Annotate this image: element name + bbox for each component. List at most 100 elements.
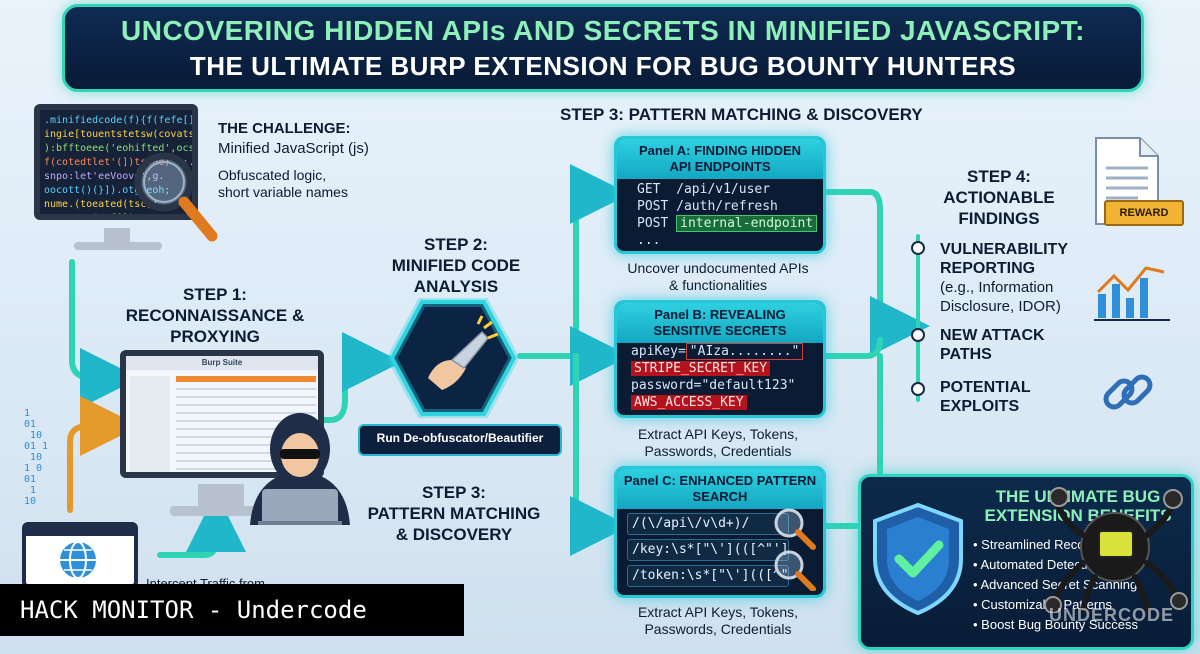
panel-c-regex-2: /key:\s*["\'](([^"']+)[" (627, 539, 789, 561)
panel-b-apikey-value: "AIza........" (685, 343, 804, 360)
panel-a-caption-line-1: Uncover undocumented APIs (627, 260, 809, 276)
panel-a-line-1: GET /api/v1/user (637, 182, 771, 197)
code-line: ):bfftoeee('eohifted',ocs(\ (44, 143, 198, 154)
panel-b-apikey-label: apiKey= (631, 344, 686, 359)
panel-a-caption-line-2: & functionalities (668, 277, 768, 293)
step3-mid-heading-line-3: & DISCOVERY (395, 525, 513, 544)
step2-heading-line-1: STEP 2: (424, 235, 488, 254)
panel-a-caption: Uncover undocumented APIs & functionalit… (600, 260, 836, 294)
title-line-2: THE ULTIMATE BURP EXTENSION FOR BUG BOUN… (189, 51, 1017, 81)
panel-c: Panel C: ENHANCED PATTERN SEARCH /(\/api… (614, 466, 826, 598)
chain-link-icon (1103, 374, 1153, 410)
step4-bullet-3 (911, 382, 925, 396)
step4-item2-line-2: PATHS (940, 346, 992, 363)
deobfuscator-hex-icon (388, 298, 518, 418)
step1-heading: STEP 1: RECONNAISSANCE & PROXYING (110, 284, 320, 347)
panel-b-caption: Extract API Keys, Tokens, Passwords, Cre… (600, 426, 836, 460)
code-line: f(cotedtlet'(])tsoee).?:. (44, 157, 195, 168)
title-line-1: UNCOVERING HIDDEN APIs AND SECRETS IN MI… (121, 15, 1085, 46)
step1-heading-line-1: STEP 1: (183, 285, 247, 304)
panel-b-header: Panel B: REVEALING SENSITIVE SECRETS (617, 303, 823, 343)
panel-b: Panel B: REVEALING SENSITIVE SECRETS api… (614, 300, 826, 418)
code-line: ingie[touentstetsw(covatscript; (44, 129, 195, 140)
ultimate-benefit-item: • Streamlined Recon (973, 537, 1092, 552)
panel-a-line-3: POST internal-endpoint (637, 215, 818, 232)
step1-heading-line-2: RECONNAISSANCE & (125, 306, 305, 325)
step4-item-vulnerability: VULNERABILITY REPORTING (e.g., Informati… (940, 240, 1068, 316)
panel-b-line-1: apiKey="AIza........" (631, 343, 804, 360)
magnifying-glass-icon (134, 152, 218, 242)
panel-b-line-3: password="default123" (631, 378, 796, 393)
challenge-subheading: Minified JavaScript (js) (218, 140, 369, 157)
step4-item3-line-2: EXPLOITS (940, 398, 1020, 415)
panel-a: Panel A: FINDING HIDDEN API ENDPOINTS GE… (614, 136, 826, 254)
challenge-desc-1: Obfuscated logic, (218, 167, 327, 183)
step2-heading-line-2: MINIFIED CODE (391, 256, 521, 275)
step4-heading-line-3: FINDINGS (958, 209, 1040, 228)
step4-bullet-1 (911, 241, 925, 255)
ultimate-benefit-item: • Boost Bug Bounty Success (973, 617, 1138, 632)
step4-item3-line-1: POTENTIAL (940, 379, 1031, 396)
step4-heading-line-2: ACTIONABLE (943, 188, 1055, 207)
step4-item1-line-2: REPORTING (940, 260, 1036, 277)
panel-b-line-4: AWS_ACCESS_KEY (631, 394, 803, 411)
panel-b-caption-line-2: Passwords, Credentials (644, 443, 792, 459)
panel-b-title-line-1: Panel B: REVEALING (654, 307, 786, 322)
panel-b-stripe-key-highlight: STRIPE_SECRET_KEY (631, 361, 771, 376)
panel-b-title-line-2: SENSITIVE SECRETS (653, 323, 787, 338)
panel-b-code: apiKey="AIza........" STRIPE_SECRET_KEY … (631, 343, 804, 411)
code-line: .minifiedcode(f){f(fefe[]):: (44, 115, 198, 126)
data-stream: 1 01 10 01 1 10 1 0 01 1 10 (24, 408, 49, 507)
panel-b-aws-key-highlight: AWS_ACCESS_KEY (631, 395, 747, 410)
burp-window-title: Burp Suite (126, 356, 318, 370)
panel-b-line-2: STRIPE_SECRET_KEY (631, 360, 803, 377)
panel-a-line-3-prefix: POST (637, 216, 677, 231)
step4-bullet-2 (911, 328, 925, 342)
challenge-desc-2: short variable names (218, 184, 348, 200)
step4-item-exploits: POTENTIAL EXPLOITS (940, 378, 1031, 416)
globe-icon (60, 541, 96, 579)
run-deobfuscator-label: Run De-obfuscator/Beautifier (358, 424, 562, 456)
panel-c-header: Panel C: ENHANCED PATTERN SEARCH (617, 469, 823, 509)
step4-item1-line-1: VULNERABILITY (940, 241, 1068, 258)
ultimate-benefits-box: THE ULTIMATE BUG EXTENSION BENEFITS • St… (858, 474, 1194, 650)
panel-c-title-line-1: Panel C: ENHANCED PATTERN (623, 473, 817, 488)
code-line: snpo:let'eeVoove',g. (44, 171, 165, 182)
step3-mid-heading: STEP 3: PATTERN MATCHING & DISCOVERY (354, 482, 554, 545)
step1-heading-line-3: PROXYING (170, 327, 260, 346)
step4-heading: STEP 4: ACTIONABLE FINDINGS (924, 166, 1074, 229)
ultimate-benefit-item: • Automated Detection (973, 557, 1102, 572)
code-line: nume.(toeated(tsc)) (44, 199, 159, 210)
step3-top-heading: STEP 3: PATTERN MATCHING & DISCOVERY (560, 105, 923, 124)
browser-window (22, 522, 138, 588)
growth-chart-icon (1094, 266, 1170, 321)
step3-mid-heading-line-2: PATTERN MATCHING (367, 504, 541, 523)
shield-check-icon (873, 502, 963, 616)
step3-mid-heading-line-1: STEP 3: (422, 483, 486, 502)
challenge-heading: THE CHALLENGE: (218, 120, 351, 137)
undercode-robot-logo (1044, 487, 1188, 613)
panel-a-line-4: ... (637, 233, 661, 248)
ultimate-title-line-1: THE ULTIMATE BUG (995, 487, 1161, 506)
undercode-brand: UNDERCODE (1049, 605, 1175, 625)
panel-a-line-2: POST /auth/refresh (637, 199, 778, 214)
panel-a-title-line-2: API ENDPOINTS (669, 159, 771, 174)
panel-a-code: GET /api/v1/user POST /auth/refresh POST… (637, 181, 818, 249)
step2-heading-line-3: ANALYSIS (413, 277, 499, 296)
panel-c-magnifier-icon (774, 508, 816, 591)
step4-item1-line-3: (e.g., Information (940, 279, 1054, 296)
step4-item1-line-4: Disclosure, IDOR) (940, 298, 1061, 315)
code-line: oocott()(}]).otg.eoh; (44, 185, 171, 196)
hacker-icon (250, 413, 350, 525)
hack-monitor-watermark: HACK MONITOR - Undercode (0, 584, 464, 636)
panel-c-regex-3: /token:\s*["\'](([^"']+) (627, 565, 789, 587)
step4-item2-line-1: NEW ATTACK (940, 327, 1045, 344)
step4-heading-line-1: STEP 4: (967, 167, 1031, 186)
minified-code-block: .minifiedcode(f){f(fefe[])::ingie[touent… (44, 114, 198, 214)
panel-a-title-line-1: Panel A: FINDING HIDDEN (638, 143, 802, 158)
panel-c-caption: Extract API Keys, Tokens, Passwords, Cre… (600, 604, 836, 638)
panel-b-caption-line-1: Extract API Keys, Tokens, (637, 426, 799, 442)
panel-c-title-line-2: SEARCH (692, 489, 748, 504)
step2-heading: STEP 2: MINIFIED CODE ANALYSIS (356, 234, 556, 297)
title-banner: UNCOVERING HIDDEN APIs AND SECRETS IN MI… (62, 4, 1144, 92)
